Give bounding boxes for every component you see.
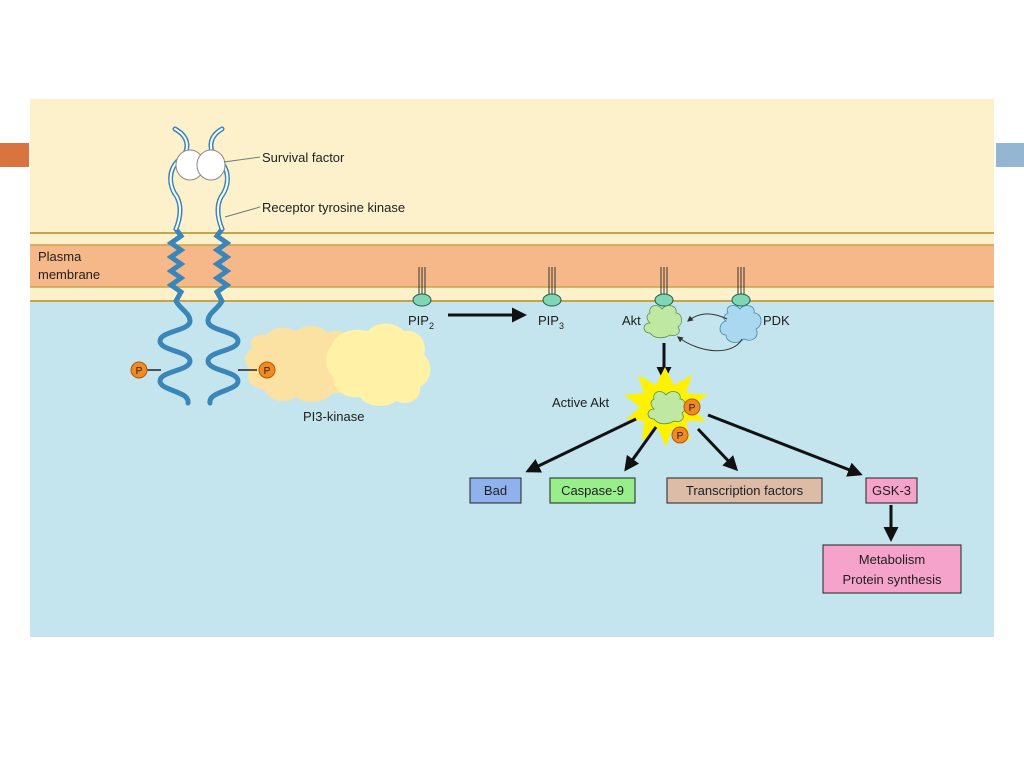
- bad-label: Bad: [484, 483, 507, 498]
- pi3-kinase-label: PI3-kinase: [303, 409, 364, 424]
- arrow-to-transcription-factors: [696, 427, 739, 472]
- active-akt-phosphate-2: P: [671, 426, 689, 444]
- metabolism-label: Metabolism: [859, 552, 925, 567]
- pdk-protein: [719, 305, 762, 343]
- membrane-label-line1: Plasma: [38, 249, 82, 264]
- receptor-tyrosine-kinase: [157, 126, 241, 406]
- survival-factor-leader: [223, 156, 261, 163]
- active-akt-phosphate-2-label: P: [677, 431, 684, 442]
- membrane-label-line2: membrane: [38, 267, 100, 282]
- phosphate-left-label: P: [136, 366, 143, 377]
- phosphate-right: P: [238, 361, 276, 379]
- pip3-label: PIP3: [538, 313, 564, 331]
- caspase9-box: Caspase-9: [549, 477, 636, 504]
- caspase9-label: Caspase-9: [561, 483, 624, 498]
- survival-factor: [175, 149, 226, 181]
- active-akt-label: Active Akt: [552, 395, 609, 410]
- akt-protein: [643, 305, 682, 339]
- active-akt-phosphate-1: P: [683, 398, 701, 416]
- pip2-label: PIP2: [408, 313, 434, 331]
- akt-label: Akt: [622, 313, 641, 328]
- slide-accent-left: [0, 143, 29, 167]
- rtk-leader: [224, 206, 261, 218]
- transcription-factors-box: Transcription factors: [666, 477, 823, 504]
- phosphate-right-label: P: [264, 366, 271, 377]
- lipid-anchors: [418, 267, 745, 295]
- phosphoinositide-heads: [412, 293, 751, 307]
- slide-accent-right: [996, 143, 1024, 167]
- pdk-to-akt-arc-bottom: [677, 336, 743, 352]
- active-akt-phosphate-1-label: P: [689, 403, 696, 414]
- survival-factor-label: Survival factor: [262, 150, 345, 165]
- pi3-kinase: [244, 323, 431, 406]
- rtk-label: Receptor tyrosine kinase: [262, 200, 405, 215]
- protein-synthesis-label: Protein synthesis: [843, 572, 942, 587]
- bad-box: Bad: [469, 477, 522, 504]
- plasma-membrane: [30, 232, 994, 302]
- gsk3-label: GSK-3: [872, 483, 911, 498]
- arrow-to-gsk3: [707, 413, 863, 477]
- arrow-to-caspase9: [624, 426, 658, 472]
- active-akt-protein: [647, 391, 686, 425]
- phosphate-left: P: [130, 361, 161, 379]
- pdk-label: PDK: [763, 313, 790, 328]
- metabolism-protein-synthesis-box: Metabolism Protein synthesis: [822, 544, 962, 594]
- gsk3-box: GSK-3: [865, 477, 918, 504]
- akt-signaling-diagram: Plasma membrane Survival factor Receptor…: [30, 99, 994, 637]
- pdk-to-akt-arc-top: [687, 313, 728, 322]
- arrow-to-bad: [525, 417, 637, 473]
- transcription-factors-label: Transcription factors: [686, 483, 804, 498]
